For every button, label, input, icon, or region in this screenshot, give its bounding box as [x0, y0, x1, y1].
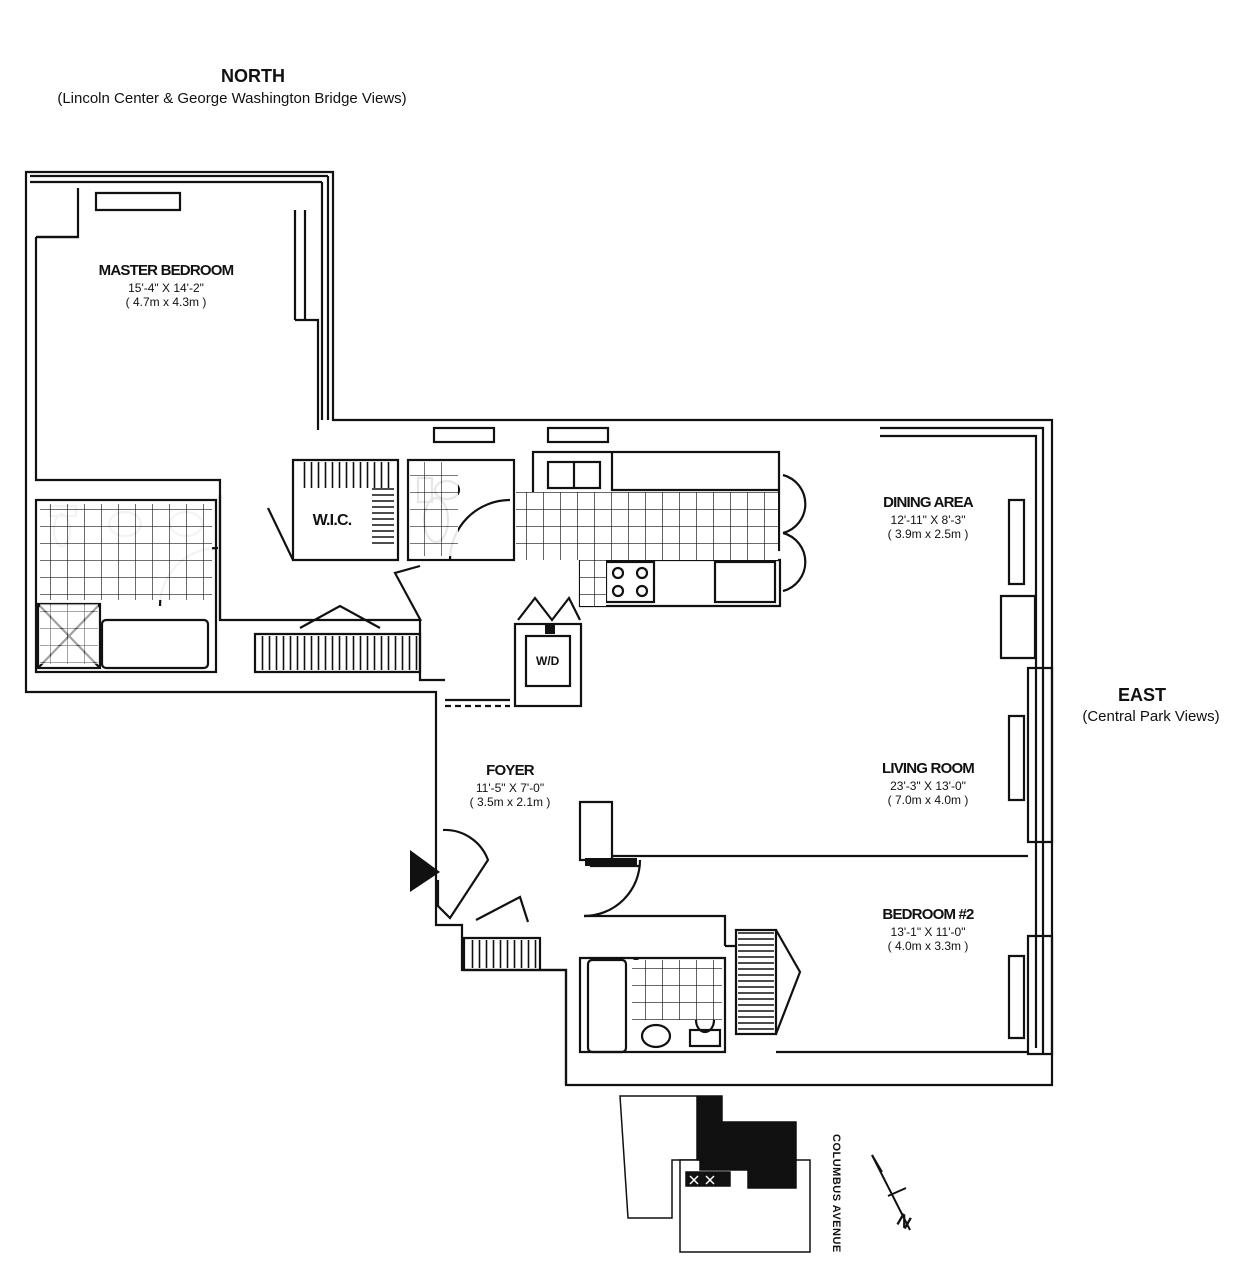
room-label-dining-area: DINING AREA 12'-11" X 8'-3" ( 3.9m x 2.5…: [883, 494, 974, 541]
wic-label: W.I.C.: [312, 512, 353, 529]
blank-panel: [640, 178, 1168, 323]
room-label-bedroom-2: BEDROOM #2 13'-1" X 11'-0" ( 4.0m x 3.3m…: [882, 906, 974, 953]
washer-dryer-label: W/D: [536, 654, 560, 668]
east-views-label: (Central Park Views): [1082, 708, 1220, 725]
site-key-map: [619, 1095, 811, 1253]
north-views-label: (Lincoln Center & George Washington Brid…: [57, 90, 407, 107]
room-label-living-room: LIVING ROOM 23'-3" X 13'-0" ( 7.0m x 4.0…: [881, 760, 975, 807]
entry-arrow: [410, 850, 440, 892]
north-arrow: [871, 1154, 911, 1231]
room-label-foyer: FOYER 11'-5" X 7'-0" ( 3.5m x 2.1m ): [469, 762, 551, 809]
north-label: NORTH: [221, 66, 285, 86]
east-label: EAST: [1117, 685, 1166, 705]
room-label-master-bedroom: MASTER BEDROOM 15'-4" X 14'-2" ( 4.7m x …: [98, 262, 234, 309]
street-label: COLUMBUS AVENUE: [830, 1134, 842, 1253]
